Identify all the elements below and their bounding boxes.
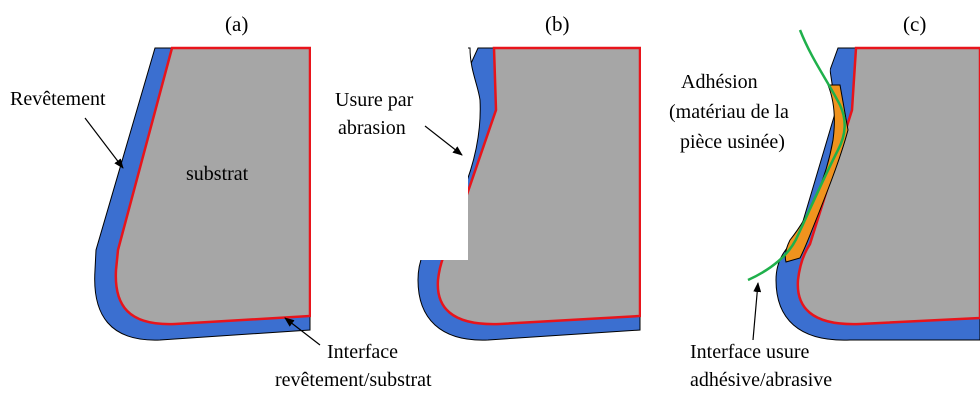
adhesion-label-line3: pièce usinée) [680, 131, 785, 153]
substrate-label: substrat [186, 163, 249, 185]
adhesion-label-line2: (matériau de la [669, 101, 789, 123]
panel-a: (a) Revêtement substrat Interface revête… [10, 12, 432, 391]
wear-interface-label-line1: Interface usure [690, 341, 809, 363]
panel-b-label: (b) [545, 12, 570, 36]
wear-boundary-line [747, 29, 846, 282]
abrasion-label-line1: Usure par [335, 89, 414, 111]
panel-a-substrate [114, 46, 312, 326]
wear-interface-arrow [752, 282, 762, 341]
abrasion-label-line2: abrasion [338, 117, 406, 139]
panel-c-label: (c) [903, 12, 926, 36]
panel-c-abraded-zone [760, 40, 831, 250]
wear-interface-label-line2: adhésive/abrasive [690, 369, 832, 391]
interface-arrow [284, 317, 321, 346]
panel-c: (c) Adhésion (matériau de la pièce usiné… [669, 12, 980, 391]
panel-a-label: (a) [225, 12, 248, 36]
coating-label: Revêtement [10, 88, 106, 110]
interface-label-line2: revêtement/substrat [275, 369, 432, 391]
adhesion-label-line1: Adhésion [681, 71, 758, 93]
coating-arrow [84, 117, 124, 169]
abrasion-arrow [424, 125, 463, 156]
panel-b: (b) Usure par abrasion [335, 12, 647, 350]
interface-label-line1: Interface [327, 341, 398, 363]
panel-c-substrate [796, 46, 980, 326]
